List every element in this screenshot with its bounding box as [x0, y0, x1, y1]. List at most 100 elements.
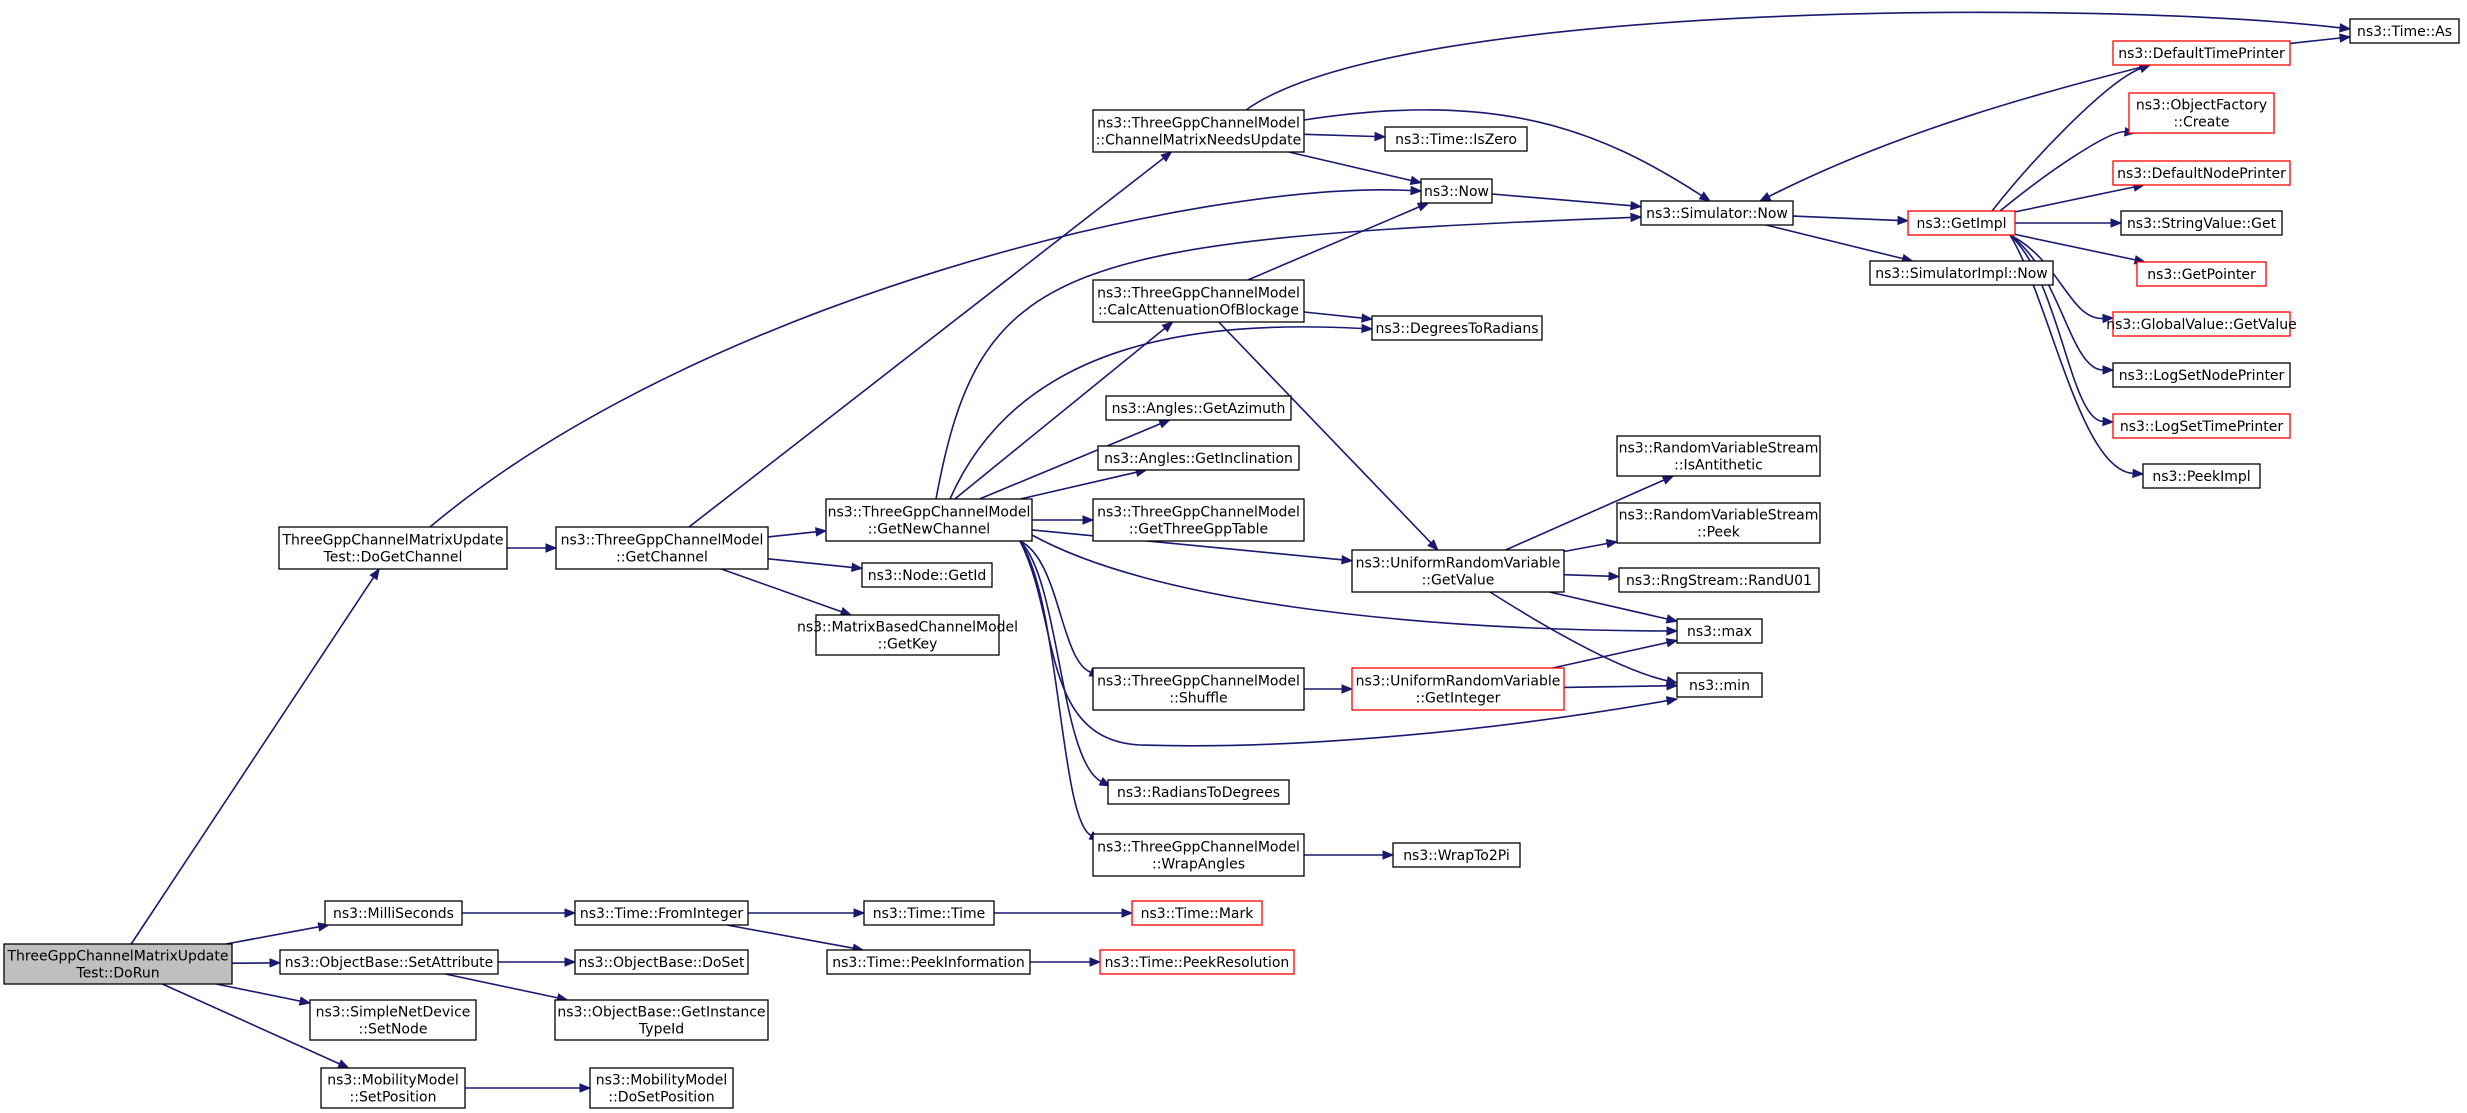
node-box-doset[interactable] [574, 949, 749, 975]
node-box-getinst[interactable] [554, 999, 769, 1041]
node-rvspeek[interactable]: ns3::RandomVariableStream::Peek [1616, 502, 1821, 544]
node-wrap2pi[interactable]: ns3::WrapTo2Pi [1392, 842, 1521, 868]
node-box-simnow[interactable] [1640, 200, 1794, 226]
node-peekinfo[interactable]: ns3::Time::PeekInformation [826, 949, 1031, 975]
node-randu01[interactable]: ns3::RngStream::RandU01 [1618, 567, 1820, 593]
node-peekimpl[interactable]: ns3::PeekImpl [2142, 463, 2261, 489]
node-box-gvget[interactable] [2112, 311, 2291, 337]
node-box-peekinfo[interactable] [826, 949, 1031, 975]
node-timezero[interactable]: ns3::Time::IsZero [1384, 126, 1528, 152]
node-box-objfact[interactable] [2128, 92, 2275, 134]
node-box-defnode[interactable] [2112, 160, 2291, 186]
node-box-fromint[interactable] [574, 900, 749, 926]
node-wrapang[interactable]: ns3::ThreeGppChannelModel::WrapAngles [1092, 833, 1305, 877]
node-box-urvgetint[interactable] [1351, 667, 1565, 711]
node-box-shuffle[interactable] [1092, 667, 1305, 711]
node-getkey[interactable]: ns3::MatrixBasedChannelModel::GetKey [797, 614, 1018, 656]
node-setpos[interactable]: ns3::MobilityModel::SetPosition [320, 1067, 466, 1109]
node-deg2rad[interactable]: ns3::DegreesToRadians [1371, 315, 1543, 341]
node-box-getaz[interactable] [1105, 395, 1292, 421]
node-box-timetime[interactable] [863, 900, 995, 926]
node-box-wrap2pi[interactable] [1392, 842, 1521, 868]
node-box-getid[interactable] [861, 562, 993, 588]
node-box-getinc[interactable] [1097, 445, 1300, 471]
node-millis[interactable]: ns3::MilliSeconds [324, 900, 463, 926]
node-box-chmatrix[interactable] [1092, 109, 1305, 153]
node-deftime[interactable]: ns3::DefaultTimePrinter [2112, 40, 2291, 66]
node-box-dosetpos[interactable] [589, 1067, 734, 1109]
node-box-rvspeek[interactable] [1616, 502, 1821, 544]
node-timeas[interactable]: ns3::Time::As [2349, 18, 2460, 44]
node-box-deg2rad[interactable] [1371, 315, 1543, 341]
node-dosetpos[interactable]: ns3::MobilityModel::DoSetPosition [589, 1067, 734, 1109]
node-getaz[interactable]: ns3::Angles::GetAzimuth [1105, 395, 1292, 421]
node-box-calcatt[interactable] [1092, 279, 1305, 323]
node-peekres[interactable]: ns3::Time::PeekResolution [1099, 949, 1295, 975]
node-doset[interactable]: ns3::ObjectBase::DoSet [574, 949, 749, 975]
node-gettbl[interactable]: ns3::ThreeGppChannelModel::GetThreeGppTa… [1092, 498, 1305, 542]
node-getimpl[interactable]: ns3::GetImpl [1907, 210, 2016, 236]
node-box-min[interactable] [1676, 672, 1763, 698]
node-box-lognode[interactable] [2112, 362, 2291, 388]
node-urvgetval[interactable]: ns3::UniformRandomVariable::GetValue [1351, 549, 1565, 593]
node-box-strget[interactable] [2120, 210, 2283, 236]
node-isanti[interactable]: ns3::RandomVariableStream::IsAntithetic [1616, 435, 1821, 477]
node-box-timeas[interactable] [2349, 18, 2460, 44]
node-getchannel[interactable]: ns3::ThreeGppChannelModel::GetChannel [555, 526, 769, 570]
node-timetime[interactable]: ns3::Time::Time [863, 900, 995, 926]
node-box-rad2deg[interactable] [1107, 779, 1290, 805]
node-box-getkey[interactable] [815, 614, 1000, 656]
node-box-isanti[interactable] [1616, 435, 1821, 477]
node-min[interactable]: ns3::min [1676, 672, 1763, 698]
node-box-setnode[interactable] [309, 999, 477, 1041]
node-defnode[interactable]: ns3::DefaultNodePrinter [2112, 160, 2291, 186]
node-box-now[interactable] [1420, 178, 1493, 204]
node-chmatrix[interactable]: ns3::ThreeGppChannelModel::ChannelMatrix… [1092, 109, 1305, 153]
node-box-getptr[interactable] [2136, 261, 2267, 287]
node-box-getnewch[interactable] [825, 498, 1033, 542]
node-box-logtime[interactable] [2112, 413, 2291, 439]
node-lognode[interactable]: ns3::LogSetNodePrinter [2112, 362, 2291, 388]
node-setnode[interactable]: ns3::SimpleNetDevice::SetNode [309, 999, 477, 1041]
node-calcatt[interactable]: ns3::ThreeGppChannelModel::CalcAttenuati… [1092, 279, 1305, 323]
node-box-simimplnow[interactable] [1869, 260, 2054, 286]
node-objfact[interactable]: ns3::ObjectFactory::Create [2128, 92, 2275, 134]
node-timemark[interactable]: ns3::Time::Mark [1131, 900, 1263, 926]
node-rad2deg[interactable]: ns3::RadiansToDegrees [1107, 779, 1290, 805]
node-dogetchannel[interactable]: ThreeGppChannelMatrixUpdateTest::DoGetCh… [278, 526, 508, 570]
node-box-peekres[interactable] [1099, 949, 1295, 975]
node-box-setattr[interactable] [279, 949, 499, 975]
node-shuffle[interactable]: ns3::ThreeGppChannelModel::Shuffle [1092, 667, 1305, 711]
node-getid[interactable]: ns3::Node::GetId [861, 562, 993, 588]
node-box-dorun[interactable] [3, 943, 233, 985]
node-box-deftime[interactable] [2112, 40, 2291, 66]
node-box-max[interactable] [1676, 618, 1763, 644]
node-box-gettbl[interactable] [1092, 498, 1305, 542]
node-box-millis[interactable] [324, 900, 463, 926]
node-box-getimpl[interactable] [1907, 210, 2016, 236]
node-box-timemark[interactable] [1131, 900, 1263, 926]
node-setattr[interactable]: ns3::ObjectBase::SetAttribute [279, 949, 499, 975]
node-gvget[interactable]: ns3::GlobalValue::GetValue [2106, 311, 2297, 337]
node-box-wrapang[interactable] [1092, 833, 1305, 877]
node-simnow[interactable]: ns3::Simulator::Now [1640, 200, 1794, 226]
node-box-peekimpl[interactable] [2142, 463, 2261, 489]
node-box-timezero[interactable] [1384, 126, 1528, 152]
node-urvgetint[interactable]: ns3::UniformRandomVariable::GetInteger [1351, 667, 1565, 711]
node-max[interactable]: ns3::max [1676, 618, 1763, 644]
node-now[interactable]: ns3::Now [1420, 178, 1493, 204]
node-box-dogetchannel[interactable] [278, 526, 508, 570]
node-simimplnow[interactable]: ns3::SimulatorImpl::Now [1869, 260, 2054, 286]
node-getptr[interactable]: ns3::GetPointer [2136, 261, 2267, 287]
node-logtime[interactable]: ns3::LogSetTimePrinter [2112, 413, 2291, 439]
node-getnewch[interactable]: ns3::ThreeGppChannelModel::GetNewChannel [825, 498, 1033, 542]
node-box-randu01[interactable] [1618, 567, 1820, 593]
node-getinc[interactable]: ns3::Angles::GetInclination [1097, 445, 1300, 471]
node-fromint[interactable]: ns3::Time::FromInteger [574, 900, 749, 926]
node-box-getchannel[interactable] [555, 526, 769, 570]
node-strget[interactable]: ns3::StringValue::Get [2120, 210, 2283, 236]
node-box-urvgetval[interactable] [1351, 549, 1565, 593]
node-box-setpos[interactable] [320, 1067, 466, 1109]
